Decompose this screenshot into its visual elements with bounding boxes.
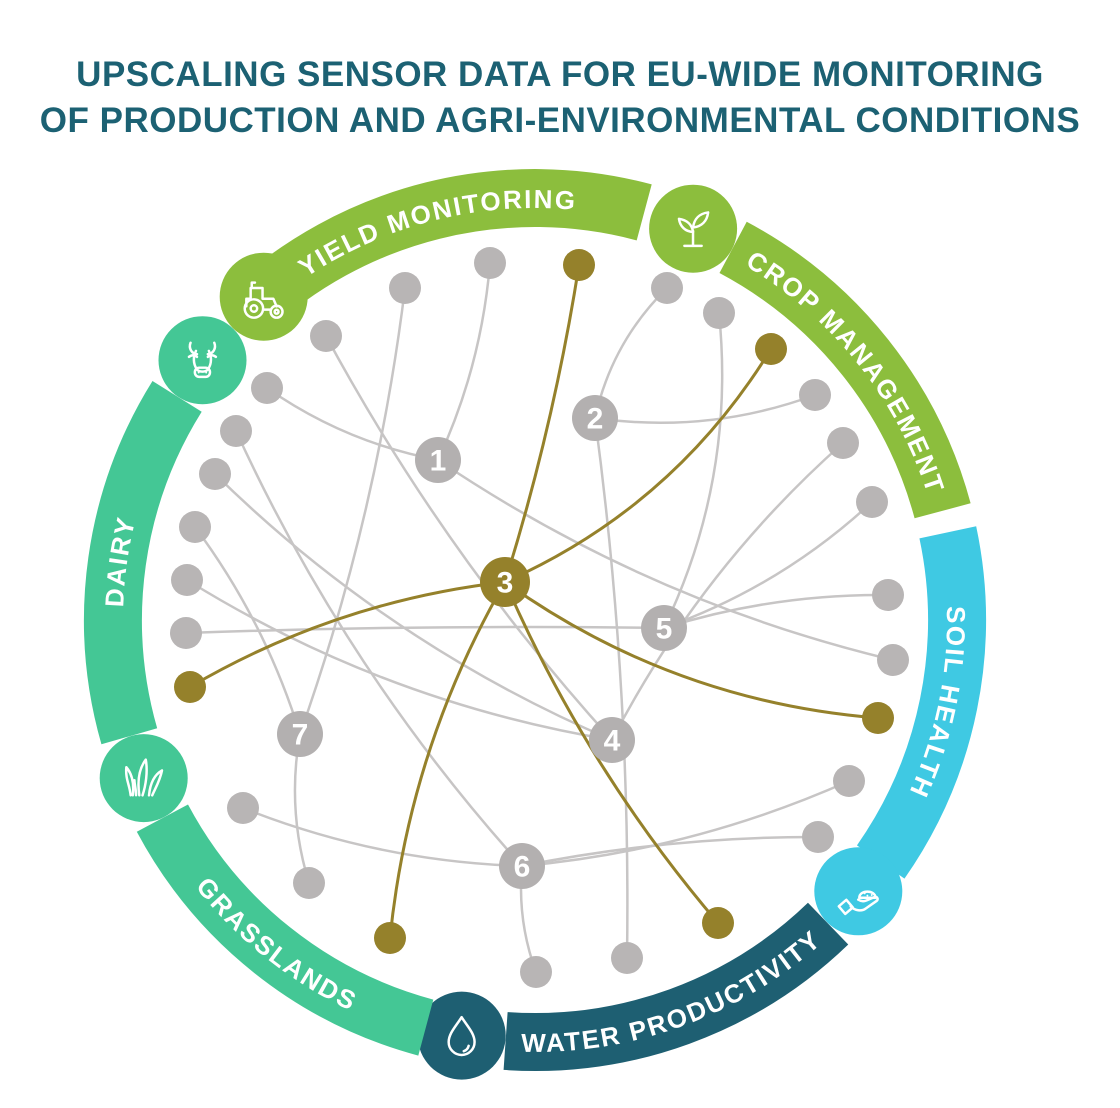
arc-band-water-productivity xyxy=(503,902,849,1072)
dot-gray-6 xyxy=(827,427,859,459)
edge-gray xyxy=(594,393,816,425)
dot-gold-10 xyxy=(862,702,894,734)
dot-gold-1 xyxy=(563,249,595,281)
arc-band-grasslands xyxy=(136,804,434,1056)
dot-gold-4 xyxy=(755,333,787,365)
dot-gold-13 xyxy=(702,907,734,939)
dot-gray-26 xyxy=(310,320,342,352)
edge-gray xyxy=(266,386,439,462)
dot-gray-12 xyxy=(802,821,834,853)
node-number-1: 1 xyxy=(430,445,447,478)
arc-band-dairy xyxy=(83,381,202,745)
grass-icon xyxy=(124,758,164,797)
arc-crop-management: CROP MANAGEMENT xyxy=(649,184,971,519)
edge-gray xyxy=(234,430,523,867)
edge-gray xyxy=(436,262,492,461)
node-circle-7 xyxy=(277,711,323,757)
dot-gray-14 xyxy=(611,942,643,974)
dot-gray-8 xyxy=(872,579,904,611)
edge-gray xyxy=(663,501,873,630)
dot-gray-0 xyxy=(474,247,506,279)
edge-gold xyxy=(189,580,506,689)
node-number-7: 7 xyxy=(292,719,309,752)
edge-gray xyxy=(437,458,894,662)
edge-gray xyxy=(186,578,613,742)
dot-gray-11 xyxy=(833,765,865,797)
dot-gray-22 xyxy=(179,511,211,543)
edge-gray xyxy=(185,625,665,635)
dot-gray-24 xyxy=(220,415,252,447)
node-4: 4 xyxy=(589,717,635,763)
arc-grasslands: GRASSLANDS xyxy=(99,734,434,1056)
edge-gray xyxy=(663,593,889,630)
node-circle-2 xyxy=(572,395,618,441)
page-title-line1: UPSCALING SENSOR DATA FOR EU-WIDE MONITO… xyxy=(76,55,1044,94)
seedling-icon xyxy=(677,211,710,248)
edge-gray xyxy=(242,806,523,868)
cow-icon xyxy=(187,341,218,379)
edge-gold xyxy=(388,581,507,939)
node-number-6: 6 xyxy=(514,851,531,884)
node-circle-5 xyxy=(641,605,687,651)
node-circle-1 xyxy=(415,437,461,483)
arc-icon-bubble-water-productivity xyxy=(417,991,506,1080)
node-number-2: 2 xyxy=(587,403,604,436)
edge-gold xyxy=(503,581,720,924)
page-title-line2: OF PRODUCTION AND AGRI-ENVIRONMENTAL CON… xyxy=(39,100,1081,140)
network-nodes: 1 2 3 4 5 6 7 xyxy=(277,395,687,889)
edge-gray xyxy=(662,312,724,629)
page-title: UPSCALING SENSOR DATA FOR EU-WIDE MONITO… xyxy=(0,52,1120,143)
arc-band-crop-management xyxy=(719,221,971,519)
dot-gray-5 xyxy=(799,379,831,411)
node-2: 2 xyxy=(572,395,618,441)
network-dots xyxy=(170,247,909,988)
arc-label-grasslands: GRASSLANDS xyxy=(190,871,362,1016)
dot-gray-25 xyxy=(251,372,283,404)
node-circle-4 xyxy=(589,717,635,763)
arc-band-soil-health xyxy=(856,526,986,879)
arc-icon-bubble-soil-health xyxy=(814,847,903,936)
node-3: 3 xyxy=(480,557,530,607)
edge-gray xyxy=(324,335,613,741)
edge-gray xyxy=(610,442,844,741)
dot-gray-23 xyxy=(199,458,231,490)
node-1: 1 xyxy=(415,437,461,483)
edge-gray xyxy=(193,526,302,735)
edge-gold xyxy=(504,580,879,720)
dot-gray-3 xyxy=(703,297,735,329)
edge-gold xyxy=(504,348,773,584)
dot-gray-9 xyxy=(877,644,909,676)
dot-gold-19 xyxy=(174,671,206,703)
node-number-4: 4 xyxy=(604,725,621,758)
edge-gray xyxy=(521,779,850,868)
node-7: 7 xyxy=(277,711,323,757)
edge-gray xyxy=(593,417,629,959)
dot-gray-15 xyxy=(520,956,552,988)
edge-gray xyxy=(298,287,407,735)
node-6: 6 xyxy=(499,843,545,889)
node-number-3: 3 xyxy=(497,567,514,600)
node-circle-3 xyxy=(480,557,530,607)
node-5: 5 xyxy=(641,605,687,651)
dot-gray-21 xyxy=(171,564,203,596)
dot-gray-2 xyxy=(651,272,683,304)
dot-gray-17 xyxy=(293,867,325,899)
dot-gray-20 xyxy=(170,617,202,649)
arc-dairy: DAIRY xyxy=(83,316,247,745)
dot-gray-7 xyxy=(856,486,888,518)
edge-gray xyxy=(521,835,819,868)
edge-gold xyxy=(503,264,581,583)
dot-gold-16 xyxy=(374,922,406,954)
tractor-icon xyxy=(243,281,284,319)
node-number-5: 5 xyxy=(656,613,673,646)
edge-gray xyxy=(214,473,613,742)
node-circle-6 xyxy=(499,843,545,889)
arc-icon-bubble-grasslands xyxy=(99,734,188,823)
arc-icon-bubble-dairy xyxy=(158,316,247,405)
droplet-icon xyxy=(447,1015,476,1057)
dot-gray-18 xyxy=(227,792,259,824)
dot-gray-27 xyxy=(389,272,421,304)
soil-hand-icon xyxy=(837,890,879,916)
